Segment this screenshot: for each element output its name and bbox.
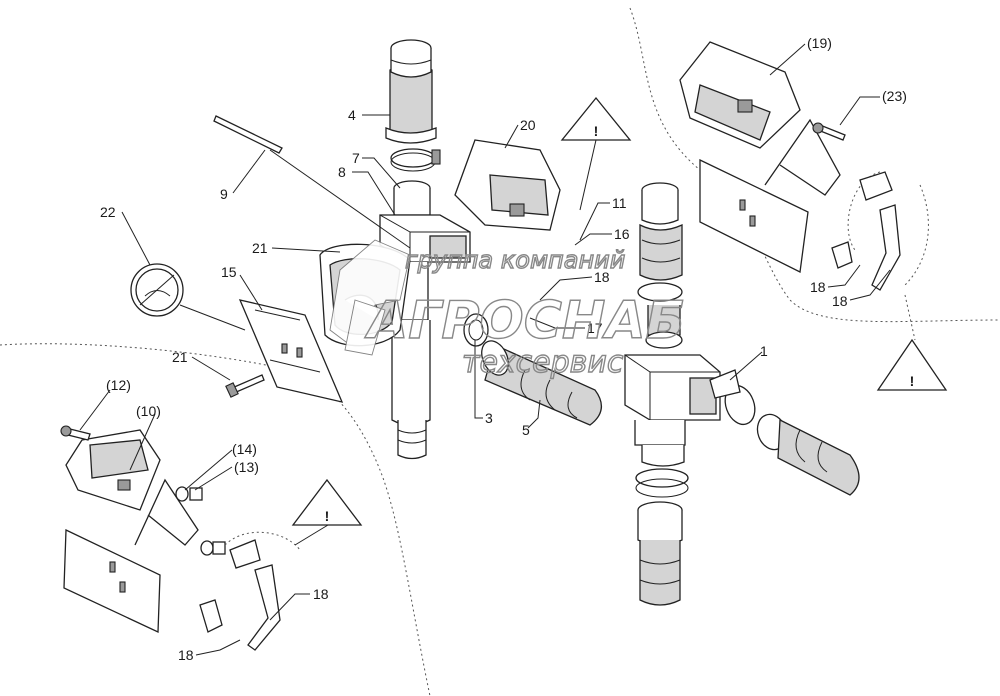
part-right-coupling [635, 468, 689, 498]
label-3: 3 [485, 410, 493, 426]
warning-leader [579, 139, 597, 211]
part-4-hose [385, 39, 437, 144]
leader-10 [129, 413, 156, 471]
part-bottom-plate [63, 478, 199, 634]
part-7-clamp [390, 148, 441, 172]
label-5: 5 [522, 422, 530, 438]
label-22: 22 [100, 204, 116, 220]
watermark-line1: группа компаний [405, 246, 625, 274]
part-right-clip [709, 369, 741, 399]
leader-1 [729, 351, 763, 381]
no-entry-sign-icon [130, 263, 184, 317]
label-18d: 18 [313, 586, 329, 602]
leader-14 [184, 449, 233, 491]
leader-5 [527, 399, 541, 429]
svg-text:!: ! [910, 373, 915, 389]
label-1: 1 [760, 343, 768, 359]
leader-9-axis [269, 149, 411, 249]
leader-22 [121, 211, 151, 266]
label-13: (13) [234, 459, 259, 475]
warning-leader [294, 524, 329, 546]
label-21a: 21 [252, 240, 268, 256]
part-1-valve-housing [624, 282, 721, 467]
part-right-hose-top [639, 182, 683, 281]
label-12: (12) [106, 377, 131, 393]
leader-18b [827, 264, 861, 288]
label-11: 11 [612, 195, 627, 211]
detail-circle-bottom [199, 531, 301, 651]
part-3-fitting [463, 313, 489, 347]
leader-18e [195, 639, 241, 656]
leader-15 [239, 274, 263, 311]
leader-16 [574, 233, 612, 246]
label-16: 16 [614, 226, 630, 242]
part-9-rod [213, 115, 283, 154]
label-17: 17 [587, 320, 603, 336]
label-15: 15 [221, 264, 237, 280]
part-23-bolt [812, 122, 846, 141]
leader-23 [839, 96, 880, 126]
leader-18a [539, 276, 593, 301]
part-15-plate [238, 299, 344, 403]
label-7: 7 [352, 150, 360, 166]
label-4: 4 [348, 107, 356, 123]
leader-13 [194, 466, 233, 491]
part-right-side-hose [724, 384, 860, 496]
label-9: 9 [220, 186, 228, 202]
label-8: 8 [338, 164, 346, 180]
watermark-line3: техсервис [462, 345, 624, 380]
boundary-line-bottom-left [0, 343, 431, 696]
part-right-hose-bottom [637, 501, 683, 606]
part-19-cover [679, 41, 801, 149]
label-18c: 18 [832, 293, 848, 309]
leader-21a [271, 247, 341, 253]
label-14: (14) [232, 441, 257, 457]
part-21-screw [225, 374, 265, 398]
leader-3 [474, 340, 483, 419]
label-18e: 18 [178, 647, 194, 663]
leader-19 [769, 43, 806, 76]
label-18b: 18 [810, 279, 826, 295]
label-20: 20 [520, 117, 536, 133]
part-10-cover [65, 429, 161, 511]
leader-12 [79, 389, 111, 431]
leader-9 [232, 149, 266, 194]
warning-triangle-icon: ! [560, 96, 632, 141]
leader-20 [504, 124, 519, 149]
warning-triangle-icon: ! [876, 338, 948, 391]
label-10: (10) [136, 403, 161, 419]
svg-text:!: ! [594, 123, 599, 139]
label-19: (19) [807, 35, 832, 51]
label-23: (23) [882, 88, 907, 104]
label-21b: 21 [172, 349, 188, 365]
leader-11 [579, 202, 610, 241]
leader-18d [269, 593, 310, 621]
leader-21b [191, 356, 231, 381]
detail-circle-right [831, 171, 929, 341]
svg-text:!: ! [325, 508, 330, 524]
part-right-plate [699, 118, 841, 273]
leader-22-axis [179, 304, 246, 331]
part-5-hose [481, 340, 602, 426]
leader-17 [529, 317, 585, 329]
part-20-cover [454, 139, 561, 231]
label-18a: 18 [594, 269, 610, 285]
watermark-line2: АГРОСНАБ [364, 291, 685, 351]
part-13-nut [189, 487, 226, 555]
part-12-bolt [60, 425, 91, 441]
leader-8 [352, 171, 396, 216]
part-8-valve-housing [379, 180, 471, 460]
warning-triangle-icon: ! [291, 478, 363, 526]
leader-7 [362, 157, 401, 189]
agrosnab-logo-icon [329, 239, 411, 356]
leader-18c [849, 269, 891, 301]
